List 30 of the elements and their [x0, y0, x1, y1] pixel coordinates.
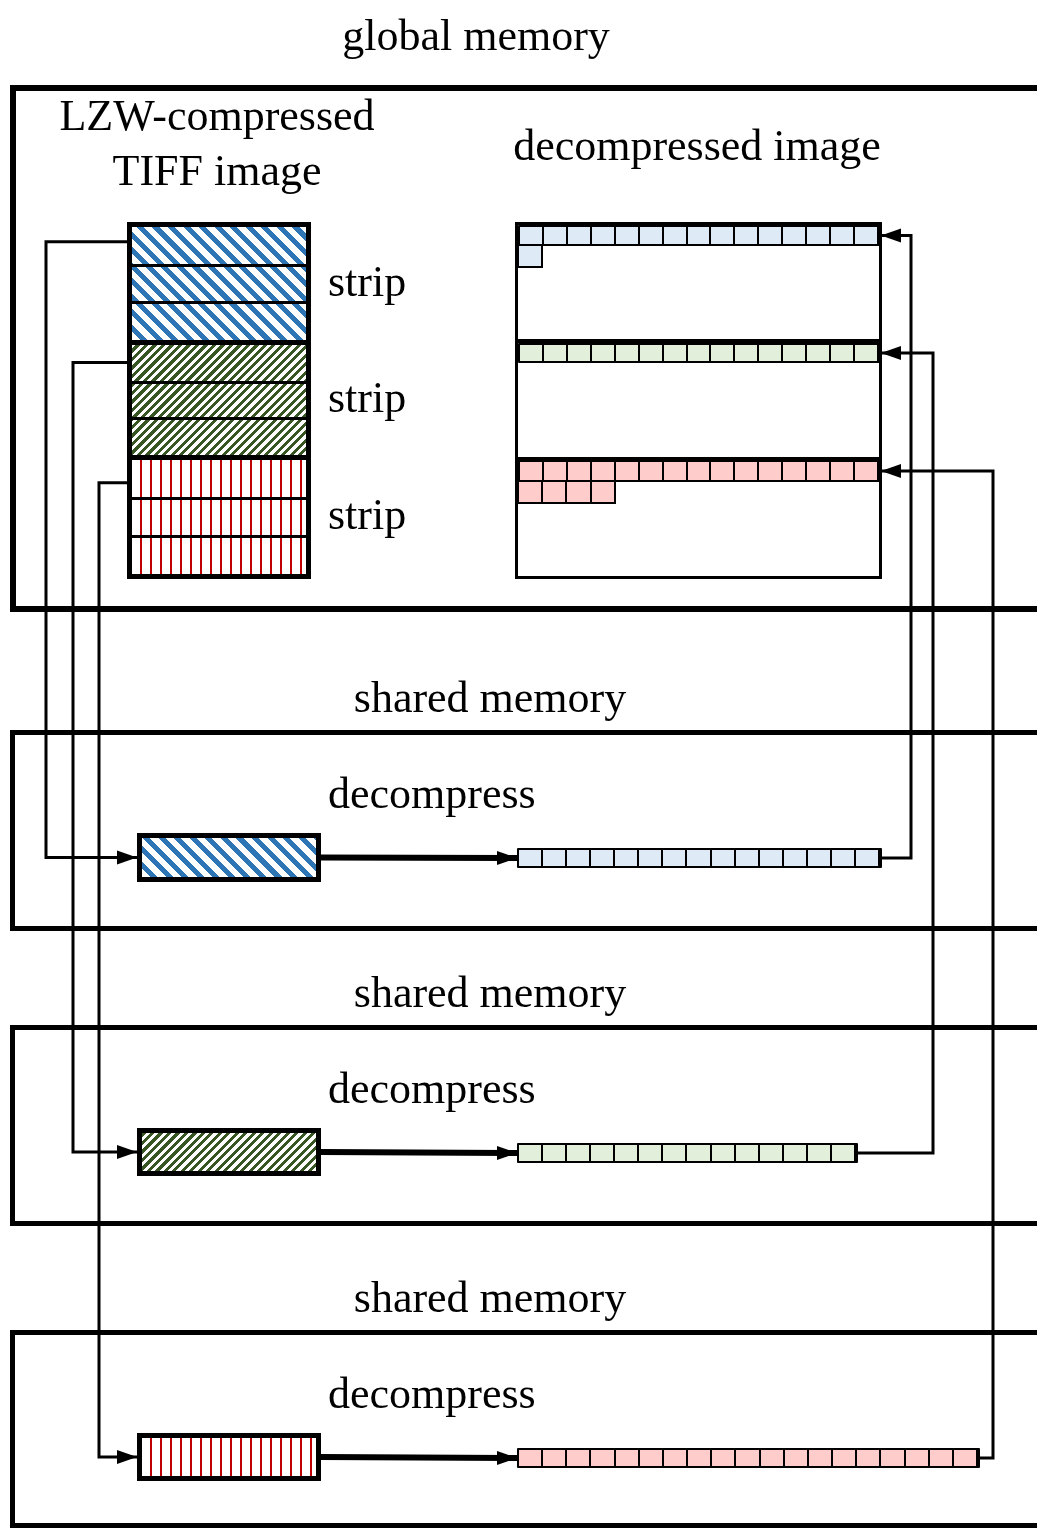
arrow — [881, 228, 913, 860]
edge-label: decompress — [328, 1368, 536, 1420]
heading-text: shared memory — [353, 967, 627, 1019]
strip-label: strip — [328, 489, 407, 541]
heading-text: LZW-compressed TIFF image — [58, 90, 376, 197]
strip-label: strip — [328, 255, 407, 308]
arrow — [320, 1145, 518, 1160]
pixel-row — [518, 225, 881, 246]
arrow — [321, 850, 517, 865]
heading-text: global memory — [342, 10, 610, 62]
strip-buffer — [137, 833, 321, 882]
pixel-row — [518, 460, 881, 482]
arrow — [44, 240, 137, 865]
pixel-row — [517, 1448, 980, 1468]
heading-text: shared memory — [353, 1272, 627, 1324]
pixel-row — [517, 848, 882, 868]
strip-label: strip — [328, 372, 407, 424]
edge-label: decompress — [328, 768, 536, 820]
arrow — [71, 361, 137, 1159]
arrow — [881, 464, 995, 1460]
strip-buffer — [137, 1433, 321, 1481]
arrow — [97, 481, 137, 1464]
edge-label: decompress — [328, 1063, 536, 1115]
arrow — [858, 346, 935, 1155]
pixel-row — [518, 343, 881, 363]
pixel-row — [517, 1143, 858, 1163]
heading-text: shared memory — [353, 672, 627, 724]
heading-text: decompressed image — [512, 120, 882, 172]
strip-buffer — [137, 1128, 321, 1176]
arrow — [320, 1450, 518, 1465]
